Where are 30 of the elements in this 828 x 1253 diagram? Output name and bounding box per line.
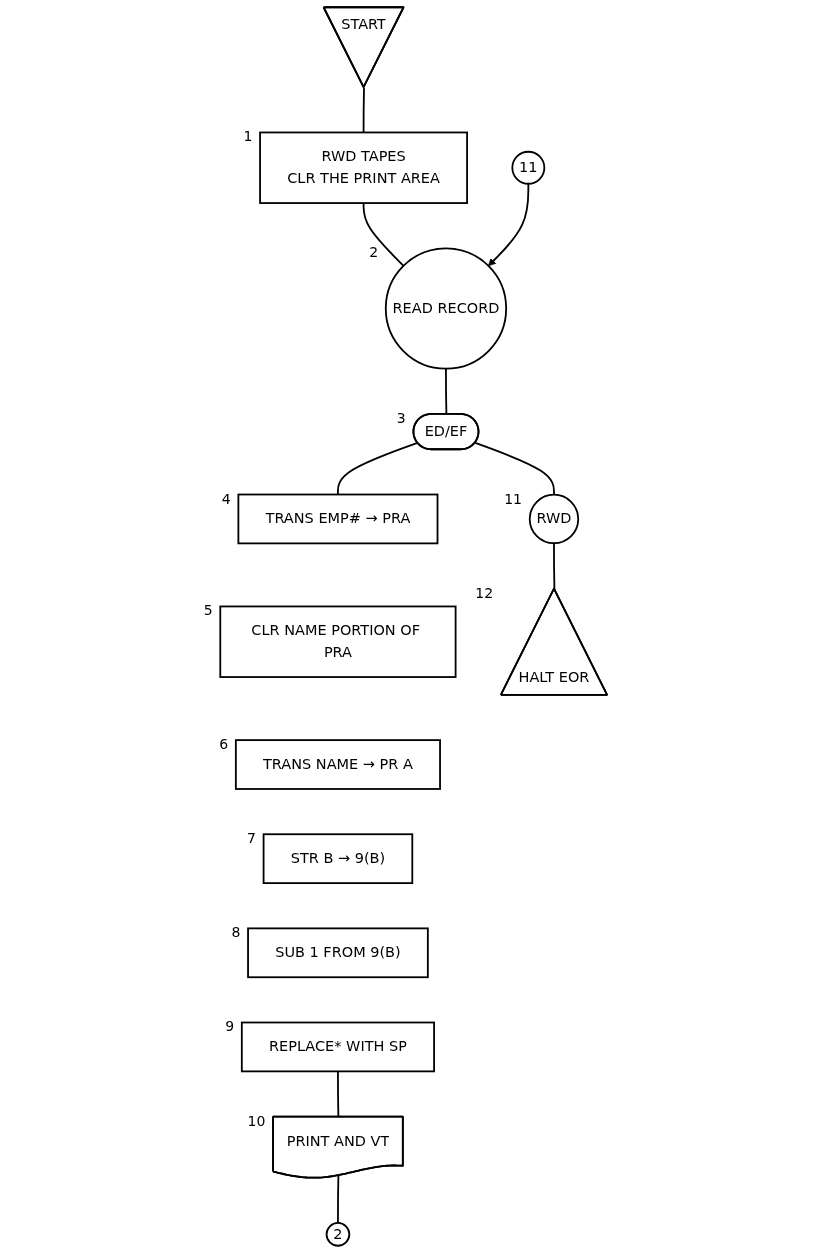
step-number: 4 [221,490,231,507]
connector [337,1174,340,1224]
step-number: 7 [247,830,256,847]
connector [474,441,556,496]
node-circle: 2 [325,1222,351,1247]
step-number: 10 [247,1112,266,1129]
node-box: STR B → 9(B) [263,833,414,885]
step-number: 6 [219,736,229,753]
connector [363,86,366,134]
node-box: TRANS NAME → PR A [235,739,442,790]
step-number: 2 [369,244,379,261]
step-number: 11 [504,490,523,507]
node-circle: 11 [511,150,546,185]
node-box: CLR NAME PORTION OF PRA [219,605,457,678]
node-circle: READ RECORD [385,247,508,370]
node-circle: RWD [529,493,580,545]
connector [337,441,419,496]
arrow [488,182,530,267]
node-box: REPLACE* WITH SP [241,1021,436,1073]
step-number: 8 [231,924,241,941]
step-number: 5 [203,602,213,619]
connector [363,202,405,267]
connector [553,542,556,590]
step-number: 12 [475,584,494,601]
step-number: 9 [225,1018,235,1035]
step-number: 1 [243,128,253,145]
node-box: RWD TAPES CLR THE PRINT AREA [259,131,469,204]
node-box: SUB 1 FROM 9(B) [247,927,430,979]
node-box: TRANS EMP# → PRA [237,493,439,545]
step-number: 3 [396,409,406,426]
